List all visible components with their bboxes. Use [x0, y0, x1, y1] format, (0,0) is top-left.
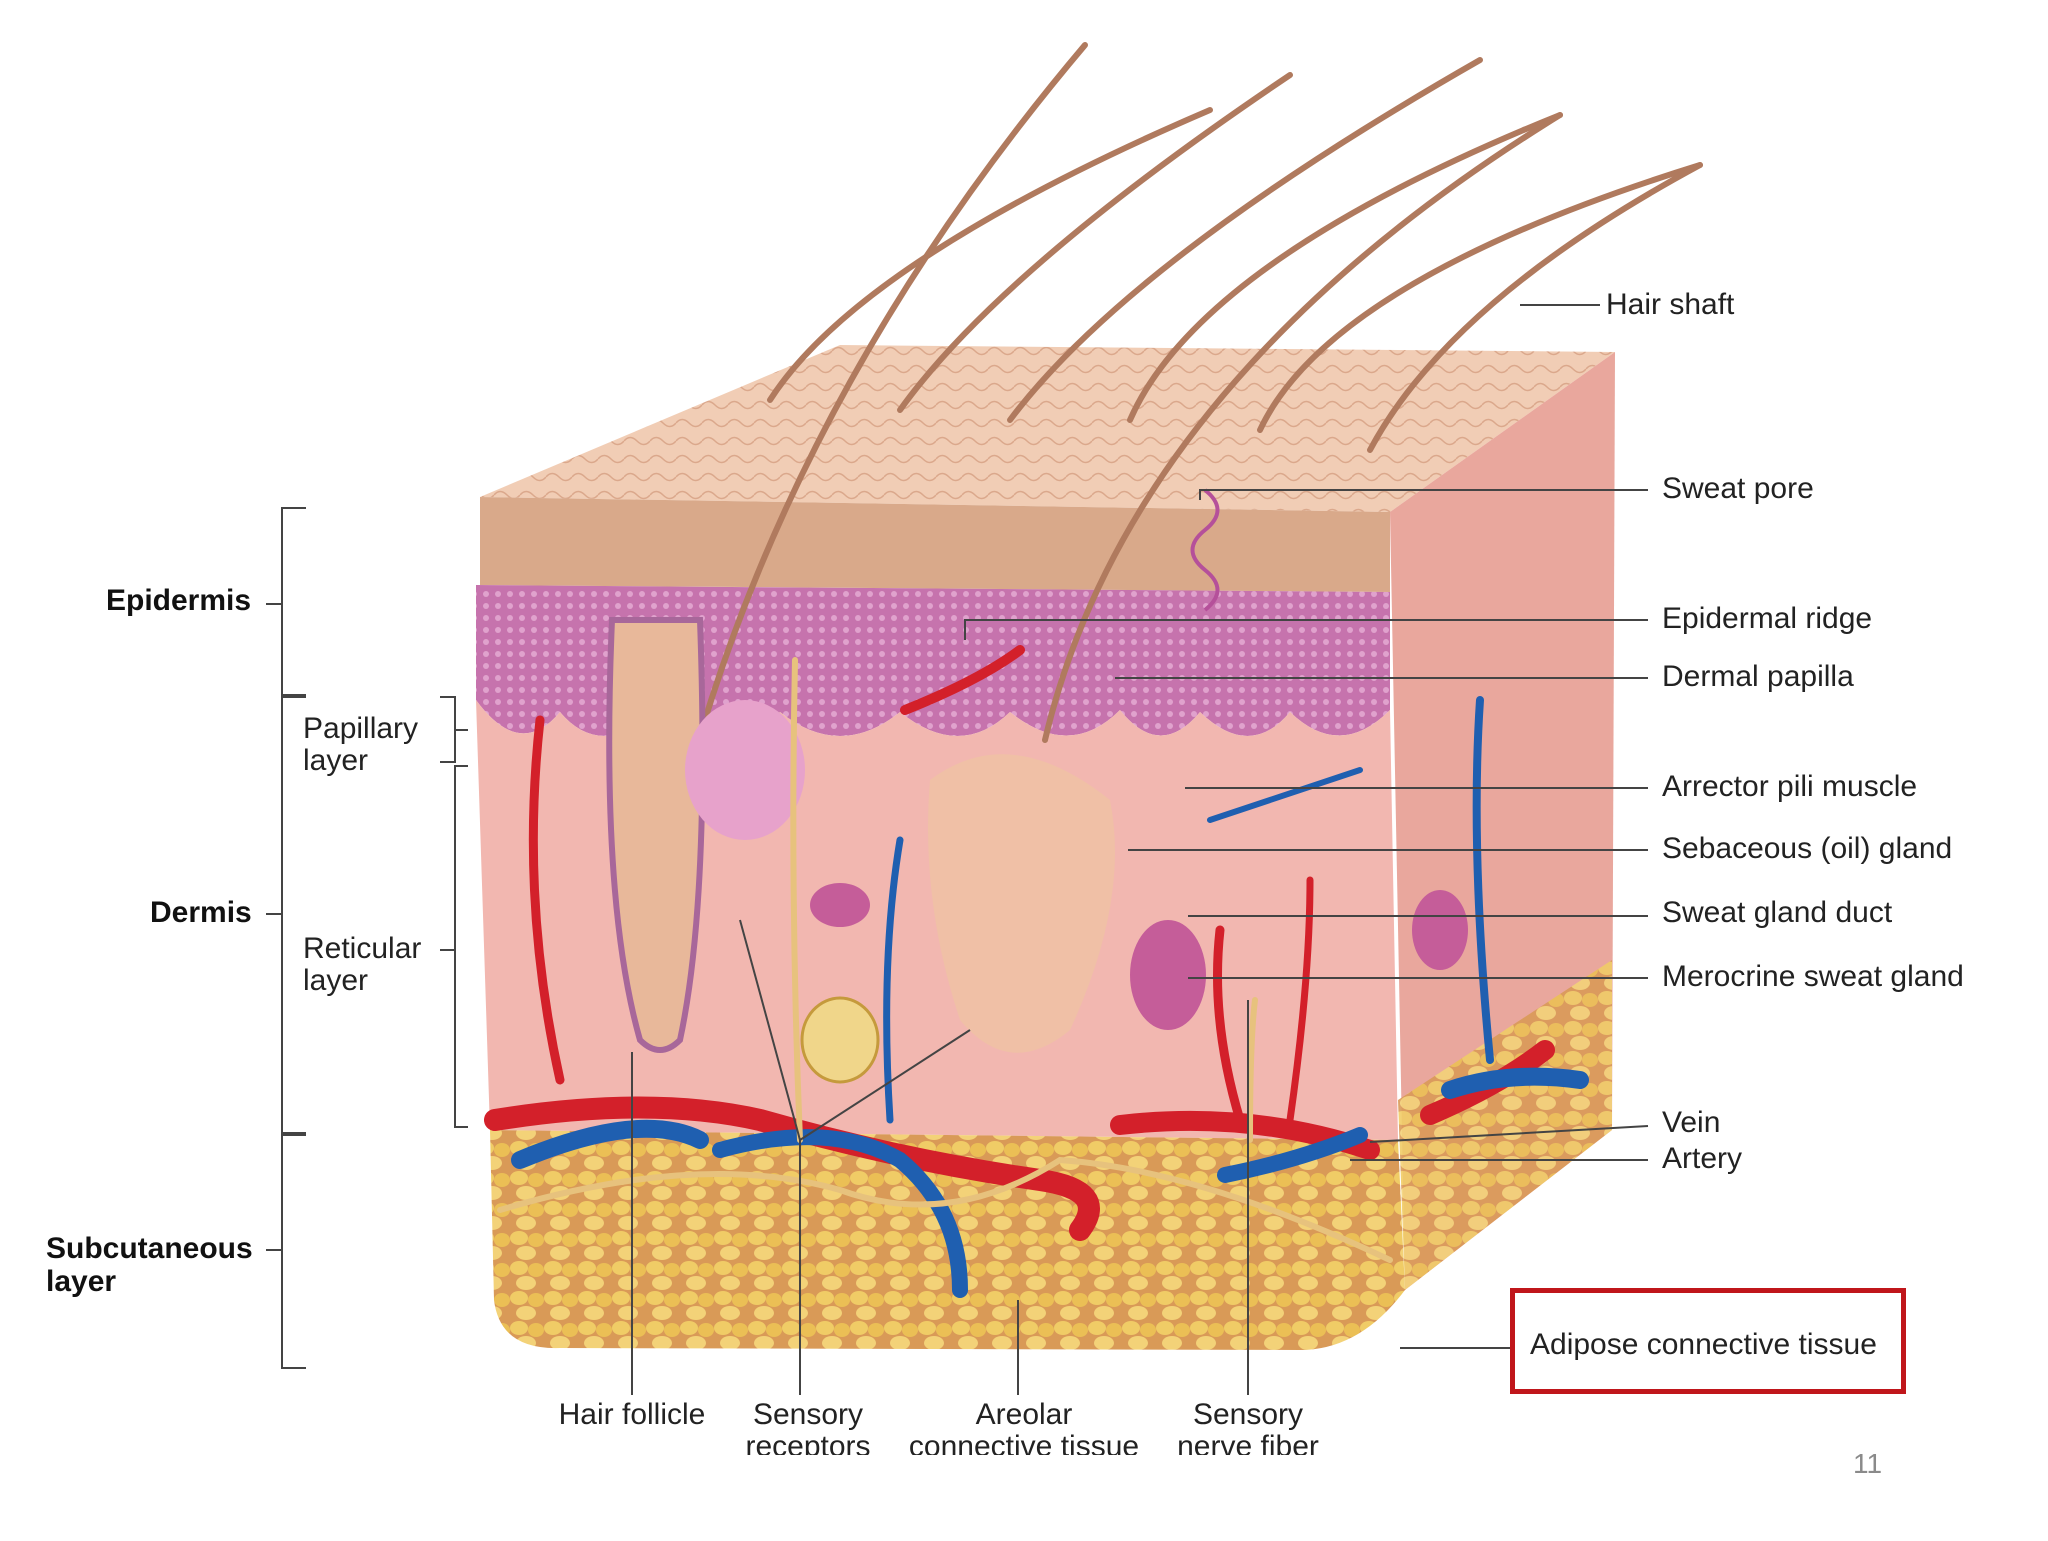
label-subcutaneous-2: layer — [46, 1265, 117, 1298]
sebaceous-gland-left — [685, 700, 805, 840]
label-reticular-2: layer — [303, 964, 369, 997]
label-subcutaneous-1: Subcutaneous — [46, 1232, 253, 1265]
label-dermal-papilla: Dermal papilla — [1662, 660, 1854, 693]
veins — [511, 696, 1589, 1298]
label-dermis: Dermis — [150, 896, 252, 929]
label-reticular-1: Reticular — [303, 932, 422, 965]
label-adipose-tissue: Adipose connective tissue — [1530, 1328, 1877, 1361]
label-epidermis: Epidermis — [106, 584, 252, 617]
label-sensory-receptors-1: Sensory — [752, 1398, 864, 1431]
slide-number: 11 — [1853, 1448, 1883, 1479]
lamellated-corpuscle — [800, 996, 880, 1084]
label-sensory-nerve-1: Sensory — [1192, 1398, 1304, 1431]
label-hair-shaft: Hair shaft — [1606, 288, 1735, 321]
label-merocrine-gland: Merocrine sweat gland — [1662, 960, 1964, 993]
label-hair-follicle: Hair follicle — [558, 1398, 706, 1431]
sweat-gland-coil-3 — [1412, 890, 1468, 970]
stratum-corneum — [480, 497, 1390, 592]
side-face-fat — [1398, 960, 1612, 1290]
sweat-duct — [1190, 488, 1220, 612]
sebaceous-gland-center — [928, 754, 1115, 1053]
highlight-box — [1510, 1288, 1906, 1394]
label-sebaceous-gland: Sebaceous (oil) gland — [1662, 832, 1953, 865]
label-epidermal-ridge: Epidermal ridge — [1662, 602, 1873, 635]
sweat-gland-coil-2 — [810, 883, 870, 927]
label-areolar-1: Areolar — [975, 1398, 1073, 1431]
label-sweat-pore: Sweat pore — [1662, 472, 1814, 505]
label-papillary-1: Papillary — [303, 712, 419, 745]
label-papillary-2: layer — [303, 744, 369, 777]
skin-surface — [480, 345, 1615, 512]
label-artery: Artery — [1662, 1142, 1743, 1175]
label-sweat-gland-duct: Sweat gland duct — [1662, 896, 1893, 929]
label-vein: Vein — [1662, 1106, 1721, 1139]
label-arrector-pili: Arrector pili muscle — [1662, 770, 1918, 803]
sweat-gland-coil — [1130, 920, 1206, 1030]
label-clip-mask — [0, 1455, 1400, 1485]
leader-lines — [266, 304, 1649, 1395]
nerve-fibers — [497, 657, 1393, 1263]
